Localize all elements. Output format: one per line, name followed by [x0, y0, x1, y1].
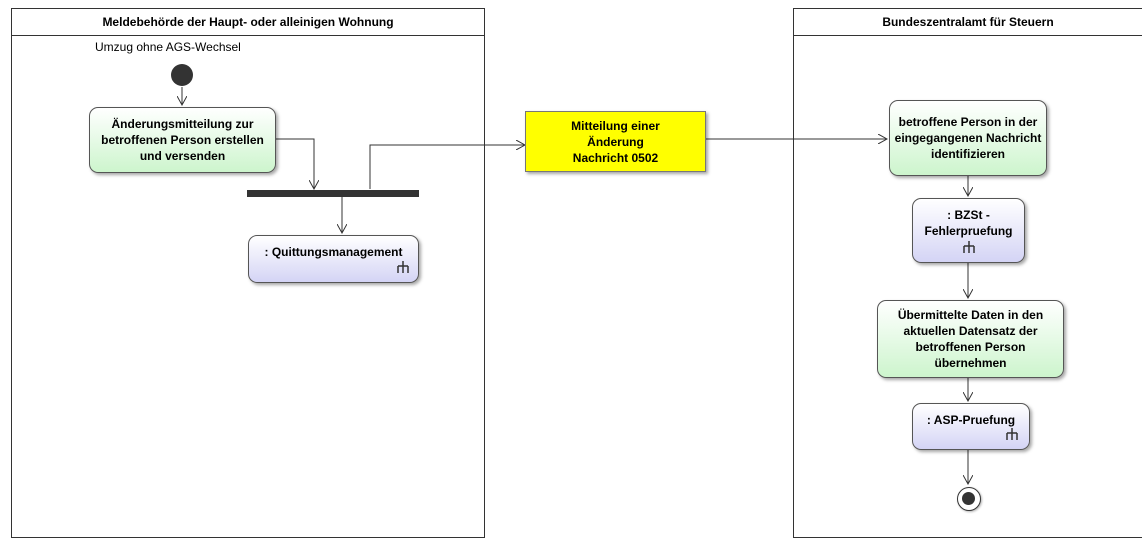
object-nachricht-0502[interactable]: Mitteilung einer Änderung Nachricht 0502	[525, 111, 706, 172]
action-label: Änderungsmitteilung zur betroffenen Pers…	[101, 117, 264, 163]
flow-fork-to-message	[369, 145, 525, 189]
final-node	[957, 487, 981, 511]
call-asp-pruefung[interactable]: : ASP-Pruefung	[912, 403, 1030, 450]
action-label: : Quittungsmanagement	[264, 245, 403, 259]
action-label: betroffene Person in der eingegangenen N…	[894, 115, 1042, 161]
action-aenderungsmitteilung[interactable]: Änderungsmitteilung zur betroffenen Pers…	[89, 107, 276, 173]
rake-icon	[1006, 428, 1018, 440]
swimlane-title: Meldebehörde der Haupt- oder alleinigen …	[12, 9, 484, 36]
call-quittungsmanagement[interactable]: : Quittungsmanagement	[248, 235, 419, 283]
initial-node	[171, 64, 193, 86]
final-node-dot	[962, 492, 975, 505]
rake-icon	[397, 261, 409, 273]
object-label-line1: Mitteilung einer	[571, 118, 660, 133]
action-identifizieren[interactable]: betroffene Person in der eingegangenen N…	[889, 100, 1047, 176]
action-label: Übermittelte Daten in den aktuellen Date…	[897, 308, 1044, 370]
action-label: : BZSt - Fehlerpruefung	[924, 208, 1013, 238]
start-note: Umzug ohne AGS-Wechsel	[95, 40, 241, 54]
object-label-line3: Nachricht 0502	[572, 150, 659, 165]
flow-action-to-fork	[276, 138, 314, 189]
action-label: : ASP-Pruefung	[926, 413, 1016, 427]
rake-icon	[963, 241, 975, 253]
fork-bar	[247, 190, 419, 197]
swimlane-title: Bundeszentralamt für Steuern	[794, 9, 1142, 36]
call-fehlerpruefung[interactable]: : BZSt - Fehlerpruefung	[912, 198, 1025, 263]
object-label-line2: Änderung	[587, 134, 644, 149]
action-uebernehmen[interactable]: Übermittelte Daten in den aktuellen Date…	[877, 300, 1064, 378]
